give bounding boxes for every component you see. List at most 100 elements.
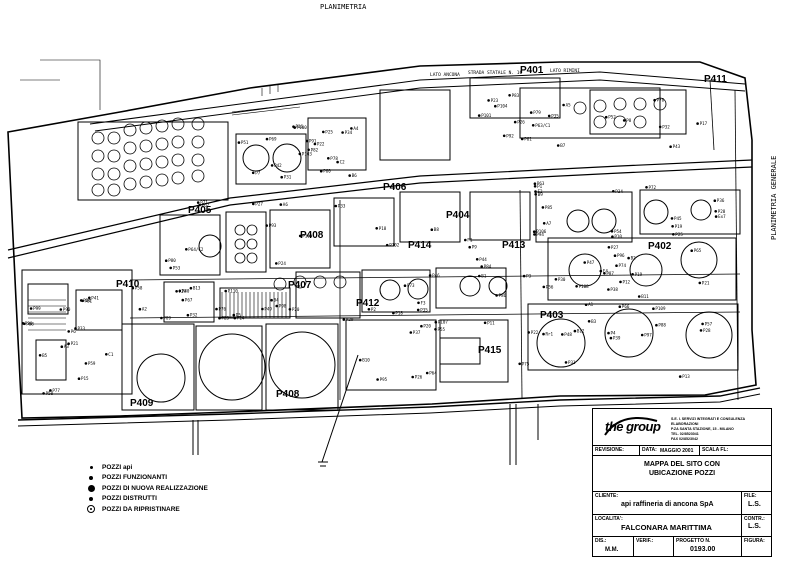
well-marker-icon [270,164,274,167]
well-code-label: P34 [615,189,623,194]
project-label: PROGETTO N. [676,538,711,544]
well-code-label: P13 [682,374,690,379]
well-marker-icon [298,152,302,156]
well-code-label: P30 [25,321,33,326]
approved-cell: VERIF.: [633,537,674,557]
well-code-label: B7 [560,143,566,148]
well-label: P410 [116,279,140,290]
well-code-label: P10 [614,234,622,239]
well-marker-icon [428,274,432,277]
title-line: MAPPA DEL SITO CON [644,461,720,468]
well-code-label: P21 [71,341,79,346]
well-marker-icon [561,333,564,336]
side-text: PLANIMETRIA GENERALE [770,156,778,240]
well-marker-icon [74,327,77,330]
medium-dot-icon [84,475,98,480]
well-marker-icon [618,305,622,309]
well-code-label: P2 [371,307,377,312]
check-cell: CONTR.: L.S. [741,515,771,537]
well-label: P408 [276,389,300,400]
well-code-label: P32 [190,313,198,318]
well-marker-icon [280,175,284,179]
well-code-label: P103 [302,151,313,156]
well-marker-icon [612,190,615,193]
well-marker-icon [714,215,718,218]
well-marker-icon [494,104,497,108]
well-code-label: P15 [81,376,89,381]
well-code-label: P20 [292,307,300,312]
well-marker-icon [615,264,618,268]
well-code-label: P86 [499,293,507,298]
well-marker-icon [67,330,70,333]
well-code-label: P23 [491,98,499,103]
well-code-label: Ex7 [718,214,726,219]
well-marker-icon [655,323,658,327]
well-code-label: P101 [481,113,492,118]
medium-dot-icon [84,496,98,501]
well-code-label: F2 [538,189,544,194]
check-value: L.S. [748,523,761,530]
well-marker-icon [714,210,717,213]
well-marker-icon [522,274,526,278]
well-code-label: P76 [219,307,227,312]
street-label: LATO ANCONA [430,72,460,78]
well-code-label: P100 [297,125,308,130]
well-code-label: A3 [64,344,70,349]
well-code-label: P53 [173,265,181,270]
well-code-label: P82 [311,147,319,152]
well-marker-icon [670,217,674,220]
well-label: P402 [648,241,672,252]
well-code-label: P65 [694,248,702,253]
legend-label: POZZI DISTRUTTI [102,495,157,503]
well-code-label: P26 [415,375,423,380]
well-marker-icon [342,318,346,321]
well-marker-icon [532,230,536,233]
well-marker-icon [434,320,438,324]
street-label: STRADA STATALE N. 16 [468,70,522,76]
project-cell: PROGETTO N. 0193.00 [673,537,742,557]
company-info: S.E. I. SERVIZI INTEGRATI E CONSULENZA E… [671,417,767,442]
well-code-label: P47 [587,260,595,265]
well-marker-icon [547,114,551,118]
bottom-row: DIS.: M.M. VERIF.: PROGETTO N. 0193.00 F… [593,536,771,557]
well-marker-icon [564,361,568,364]
date-cell: DATA: MAGGIO 2001 [639,446,700,456]
well-code-label: P21 [702,280,710,285]
logo-swoosh-icon [604,417,658,436]
well-code-label: B10 [362,358,370,363]
location-value: FALCONARA MARITTIMA [621,523,712,532]
well-code-label: P3 [526,274,532,279]
well-marker-icon [232,313,236,317]
well-code-label: P9 [472,245,478,250]
well-label: P414 [408,240,432,251]
well-marker-icon [307,148,310,152]
well-code-label: B13 [193,286,201,291]
well-label: P406 [383,182,407,193]
figure-cell: FIGURA: [741,537,771,557]
well-marker-icon [261,307,264,311]
well-marker-icon [218,316,221,320]
well-marker-icon [534,193,537,196]
date-value: MAGGIO 2001 [660,448,694,454]
well-marker-icon [477,114,481,117]
well-code-label: P79 [533,110,541,115]
well-code-label: P55 [438,327,446,332]
well-marker-icon [67,342,70,346]
well-marker-icon [627,256,630,260]
well-marker-icon [468,245,472,249]
well-marker-icon [480,265,484,268]
well-marker-icon [38,354,42,357]
well-code-label: P7 [255,170,261,175]
map-legend: POZZI api POZZI FUNZIONANTI POZZI DI NUO… [84,462,344,515]
well-marker-icon [403,284,407,288]
well-code-label: P36 [717,198,725,203]
title-line: UBICAZIONE POZZI [648,470,716,477]
well-label: P409 [130,398,154,409]
well-code-label: P24 [83,298,91,303]
well-code-label: P26 [517,120,525,125]
well-marker-icon [237,141,241,144]
well-marker-icon [554,278,558,281]
well-code-label: P30 [558,277,566,282]
well-marker-icon [671,225,674,228]
well-marker-icon [613,254,617,257]
